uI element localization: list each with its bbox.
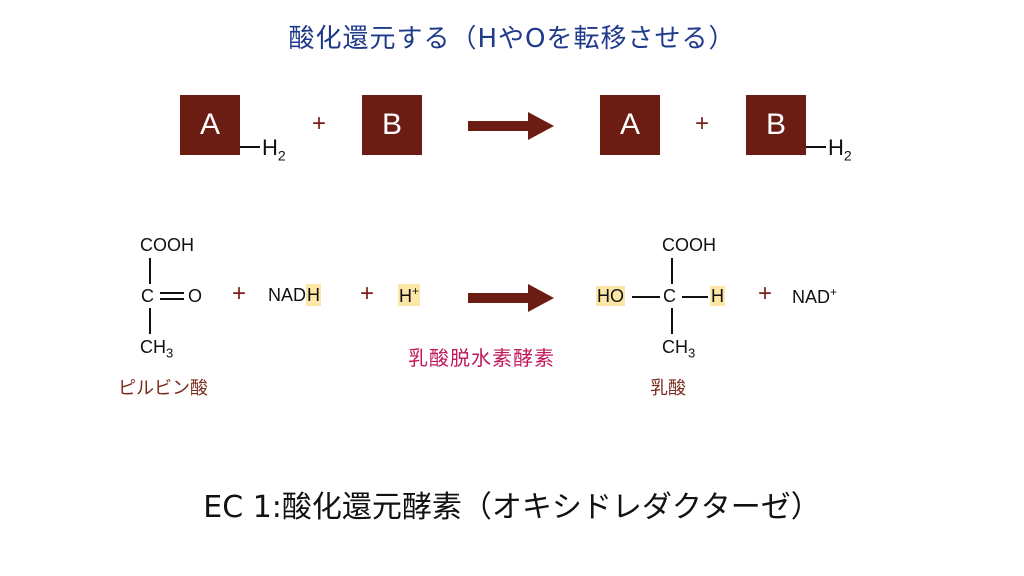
box-b-left: B [362,95,422,155]
lactate-bond-top [671,258,673,284]
plus-eq2-1: + [232,280,247,307]
pyruvate-double-bond-2 [160,298,184,300]
plus-eq2-2: + [360,280,375,307]
box-a-left: A [180,95,240,155]
pyruvate-bond-top [149,258,151,284]
pyruvate-ch3: CH3 [140,337,174,361]
pyruvate-double-bond-1 [160,292,184,294]
pyruvate-c: C [141,286,154,306]
pyruvate-bond-bottom [149,308,151,334]
nadh-highlight-h: H [306,284,322,306]
box-a-right: A [600,95,660,155]
bond-b-h2 [806,146,826,148]
footer-heading: EC 1:酸化還元酵素（オキシドレダクターゼ） [203,490,821,525]
lactate-bond-right [682,296,708,298]
lactate-name: 乳酸 [650,378,686,399]
lactate-bond-bottom [671,308,673,334]
page-title: 酸化還元する（HやOを転移させる） [288,24,736,54]
reaction-arrow-2 [468,284,554,312]
nad-plus: NAD+ [792,285,838,307]
h-plus: H+ [398,284,421,306]
plus-left: + [312,110,327,137]
reaction-arrow-1 [468,112,554,140]
plus-eq2-3: + [758,280,773,307]
lactate-cooh: COOH [662,235,716,255]
lactate-c: C [663,286,676,306]
h2-left: H2 [262,135,286,164]
lactate-ho: HO [596,286,625,306]
enzyme-name: 乳酸脱水素酵素 [408,346,555,370]
lactate-bond-left [632,296,660,298]
bond-a-h2 [240,146,260,148]
h2-right: H2 [828,135,852,164]
box-b-right: B [746,95,806,155]
pyruvate-o: O [188,286,203,306]
pyruvate-cooh: COOH [140,235,194,255]
plus-right: + [695,110,710,137]
pyruvate-name: ピルビン酸 [118,378,208,399]
lactate-h: H [710,286,725,306]
nadh: NADH [268,284,322,306]
lactate-ch3: CH3 [662,337,696,361]
